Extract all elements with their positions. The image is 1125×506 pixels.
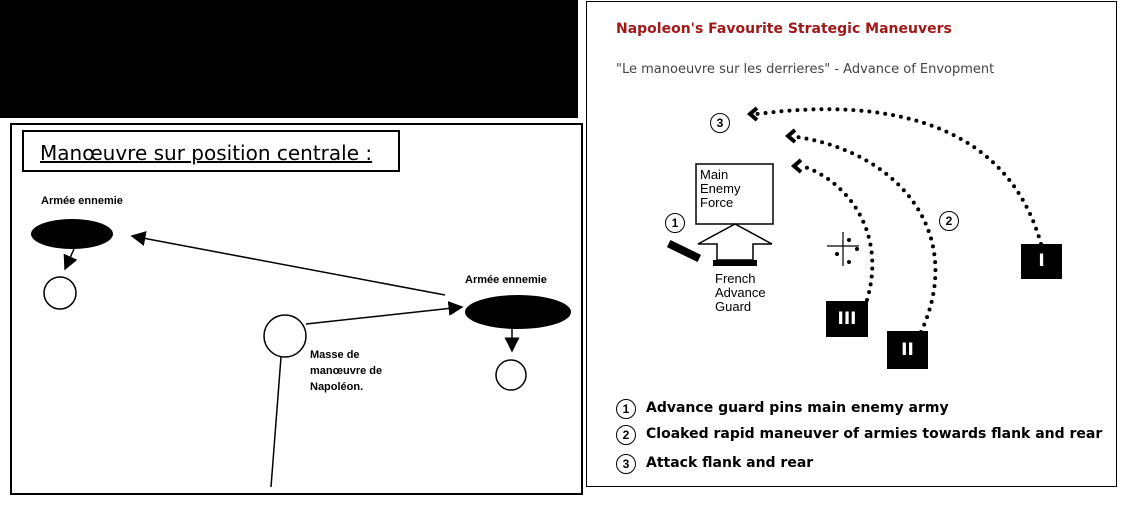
legend-num-2: 2: [616, 425, 636, 445]
arc-1-head: [746, 106, 759, 122]
scattered-units-marker: [827, 232, 859, 266]
left-diagram-graphics: [31, 219, 571, 488]
enemy-army-label-1: Armée ennemie: [41, 195, 123, 207]
french-advance-guard-label: French Advance Guard: [715, 271, 766, 314]
enemy-army-2: [465, 295, 571, 329]
strategic-maneuvers-panel: Napoleon's Favourite Strategic Maneuvers…: [586, 1, 1117, 487]
arrow-to-army-2: [305, 301, 464, 325]
diagram-title-box: Manœuvre sur position centrale :: [22, 130, 400, 172]
napoleon-approach-line: [270, 356, 282, 488]
legend-text-1: Advance guard pins main enemy army: [646, 400, 949, 416]
arc-2-head: [784, 128, 797, 144]
legend-text-2: Cloaked rapid maneuver of armies towards…: [646, 426, 1103, 442]
maneuver-graphics: [666, 106, 1043, 334]
legend-num-1: 1: [616, 399, 636, 419]
panel-subtitle: "Le manoeuvre sur les derrieres" - Advan…: [616, 62, 995, 77]
french-guard-bar: [713, 260, 757, 266]
marker-2: 2: [939, 211, 959, 231]
enemy-army-2-detachment: [495, 359, 527, 391]
main-enemy-force-box: [695, 163, 774, 225]
legend-num-3: 3: [616, 454, 636, 474]
army-unit-II: II: [887, 331, 928, 369]
napoleon-mass: [263, 314, 307, 358]
maneuver-arc-1: [755, 107, 1043, 246]
legend-text-3: Attack flank and rear: [646, 455, 814, 471]
maneuver-arc-2: [795, 135, 938, 334]
enemy-army-label-2: Armée ennemie: [465, 274, 547, 286]
maneuver-arc-3: [803, 165, 875, 302]
panel-title: Napoleon's Favourite Strategic Maneuvers: [616, 21, 952, 37]
redacted-black-block: [0, 0, 578, 118]
enemy-army-1: [31, 219, 113, 249]
napoleon-mass-label: Masse de manœuvre de Napoléon.: [310, 349, 383, 393]
main-enemy-force-label: Main Enemy Force: [700, 167, 741, 210]
marker-3: 3: [710, 113, 730, 133]
army-unit-III: III: [826, 301, 868, 337]
french-advance-arrow: [697, 223, 773, 261]
marker-1: 1: [665, 213, 685, 233]
central-position-diagram: Manœuvre sur position centrale : Armée e…: [10, 123, 583, 495]
army-unit-I: I: [1021, 244, 1062, 279]
arc-3-head: [790, 158, 803, 174]
enemy-army-1-arrow: [63, 248, 78, 271]
pin-bar: [666, 239, 702, 263]
diagram-title: Manœuvre sur position centrale :: [40, 141, 373, 165]
arrow-to-army-1: [130, 231, 446, 296]
enemy-army-1-detachment: [43, 276, 77, 310]
